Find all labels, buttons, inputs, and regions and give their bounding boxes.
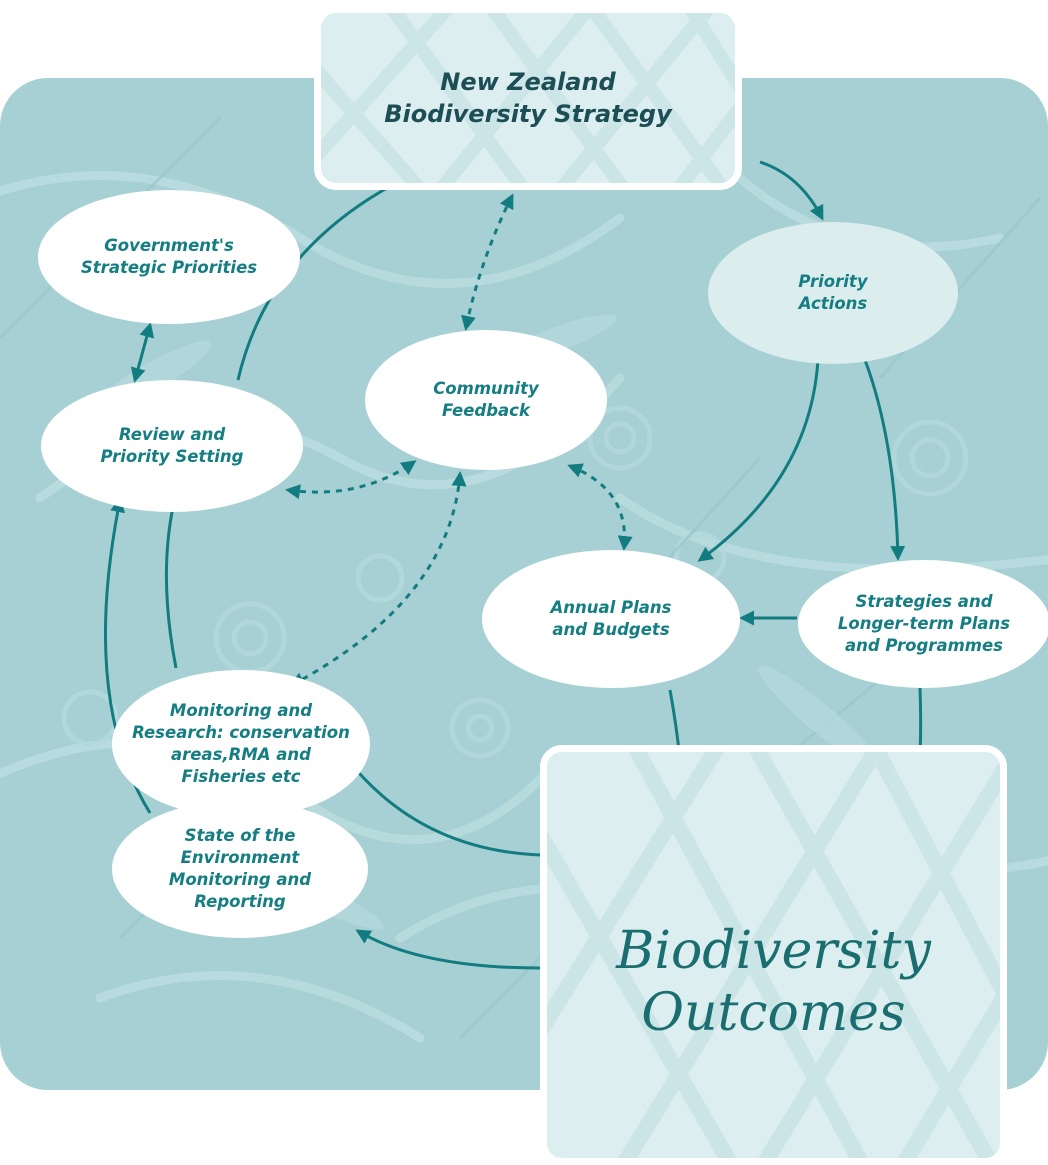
review-priority-setting-node: Review and Priority Setting — [41, 380, 303, 512]
community-feedback-node: Community Feedback — [365, 330, 607, 470]
dashed-arrow-community-annual-plans — [567, 463, 633, 551]
dashed-arrow-community-monitoring — [289, 471, 467, 687]
arrow-government-review-bidirectional — [130, 322, 155, 383]
arrow-priority-actions-to-strategies — [863, 359, 906, 561]
state-environment-node: State of the Environment Monitoring and … — [112, 800, 368, 938]
arrow-outcomes-to-state-env — [355, 929, 541, 970]
annual-plans-node: Annual Plans and Budgets — [482, 550, 740, 688]
monitoring-research-node: Monitoring and Research: conservation ar… — [112, 670, 370, 818]
arrow-priority-actions-to-annual-plans — [697, 359, 820, 562]
community-feedback-label: Community Feedback — [433, 379, 539, 420]
government-priorities-label: Government's Strategic Priorities — [80, 236, 258, 277]
strategy-title: New Zealand Biodiversity Strategy — [384, 68, 672, 128]
arrow-outcomes-to-monitoring — [346, 757, 541, 857]
outcomes-title: Biodiversity Outcomes — [616, 921, 931, 1043]
strategies-node: Strategies and Longer-term Plans and Pro… — [798, 560, 1048, 688]
weave-pattern — [321, 13, 735, 183]
outcomes-box: Biodiversity Outcomes — [540, 745, 1007, 1165]
strategy-title-box: New Zealand Biodiversity Strategy — [314, 6, 742, 190]
monitoring-research-label: Monitoring and Research: conservation ar… — [132, 701, 350, 786]
review-priority-setting-label: Review and Priority Setting — [100, 425, 244, 466]
arrow-strategy-to-priority-actions — [759, 160, 824, 221]
weave-pattern — [547, 752, 1000, 1158]
strategies-label: Strategies and Longer-term Plans and Pro… — [837, 592, 1011, 655]
dashed-arrow-review-community — [285, 460, 417, 500]
priority-actions-node: Priority Actions — [708, 222, 958, 364]
priority-actions-label: Priority Actions — [798, 272, 868, 313]
state-environment-label: State of the Environment Monitoring and … — [168, 826, 312, 911]
dashed-arrow-strategy-community — [461, 193, 514, 331]
annual-plans-label: Annual Plans and Budgets — [550, 598, 672, 639]
government-priorities-node: Government's Strategic Priorities — [38, 190, 300, 324]
